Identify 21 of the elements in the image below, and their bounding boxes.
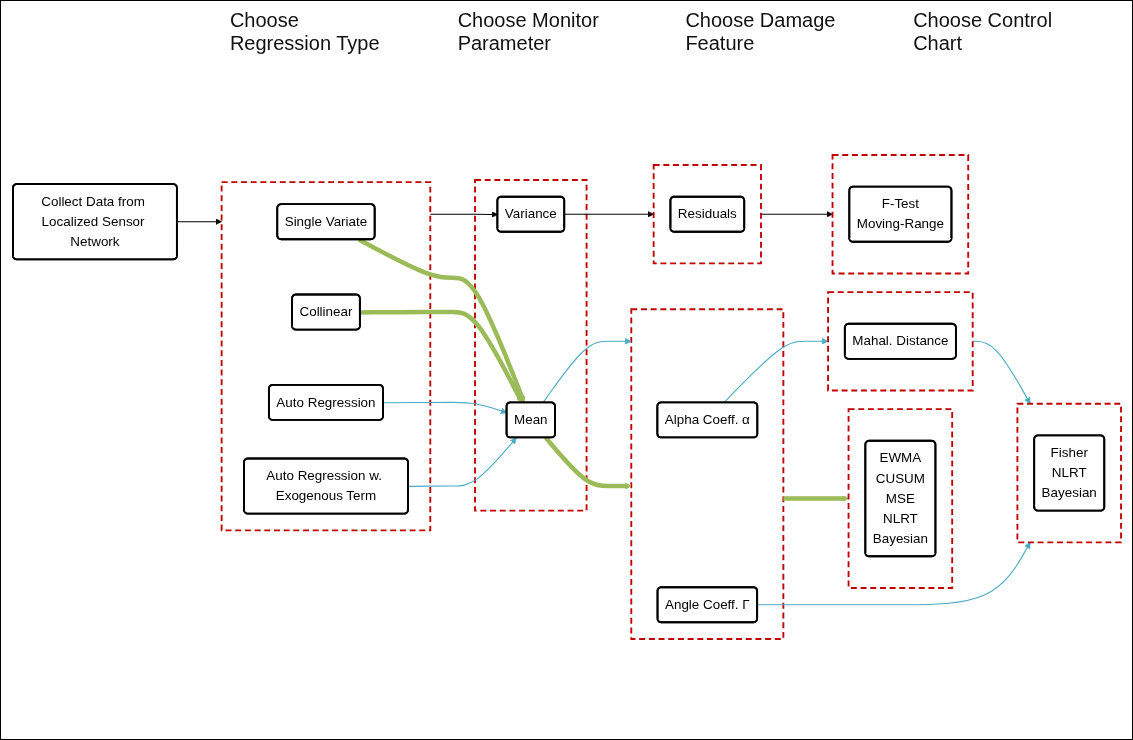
arrow — [542, 338, 632, 403]
arrow — [756, 542, 1030, 606]
arrow — [407, 437, 517, 487]
arrow — [543, 436, 632, 490]
cluster — [473, 179, 587, 512]
arrow — [782, 495, 849, 502]
arrow — [382, 401, 507, 414]
cluster — [1015, 402, 1122, 544]
column-heading: Choose Control Chart — [913, 9, 1054, 55]
column-heading: Choose Damage Feature — [685, 9, 837, 55]
arrow — [723, 338, 828, 403]
arrow — [359, 309, 523, 404]
cluster — [847, 408, 953, 589]
arrow — [563, 210, 654, 218]
cluster — [220, 181, 431, 532]
cluster — [831, 154, 969, 275]
column-heading: Choose Regression Type — [229, 9, 381, 55]
cluster — [652, 164, 762, 265]
cluster — [826, 291, 974, 392]
cluster — [629, 308, 784, 640]
column-heading: Choose Monitor Parameter — [457, 9, 600, 55]
